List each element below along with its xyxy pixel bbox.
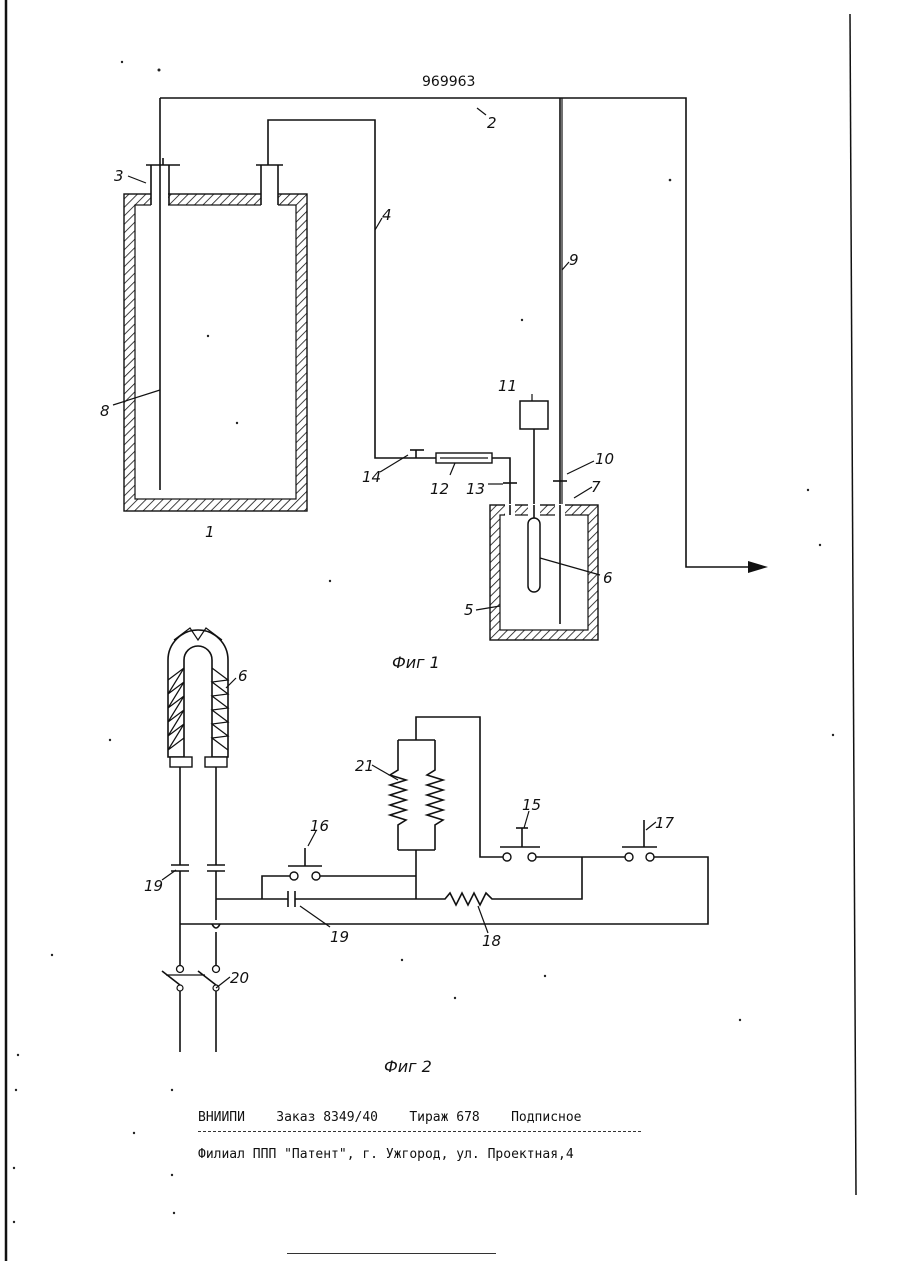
label-12: 12 [430, 480, 449, 498]
label-1: 1 [205, 523, 215, 541]
label-20: 20 [230, 969, 249, 987]
label-19-left: 19 [144, 877, 163, 895]
label-19-mid: 19 [330, 928, 349, 946]
figure-2-caption: Фиг 2 [384, 1057, 432, 1076]
label-7: 7 [591, 478, 601, 496]
label-3: 3 [114, 167, 124, 185]
vessel-5 [490, 504, 598, 640]
figure-2: 6 21 15 17 16 19 19 18 20 Фиг 2 [144, 628, 708, 1076]
label-14: 14 [362, 468, 381, 486]
figure-1: 2 3 4 9 8 11 10 14 12 13 7 1 6 5 Фиг 1 [100, 98, 768, 672]
label-9: 9 [569, 251, 579, 269]
footer-line-1: ВНИИПИ Заказ 8349/40 Тираж 678 Подписное [198, 1110, 582, 1125]
outlet-arrow [748, 561, 768, 573]
switch-15 [500, 828, 540, 861]
contacts-19-left [171, 865, 225, 871]
mains-switch-20 [162, 966, 220, 1053]
device-11 [520, 401, 548, 429]
label-8: 8 [100, 402, 110, 420]
footer-divider [198, 1131, 641, 1132]
label-6-fig2: 6 [238, 667, 248, 685]
right-page-edge [850, 14, 856, 1195]
label-17: 17 [655, 814, 675, 832]
label-11: 11 [498, 377, 517, 395]
label-16: 16 [310, 817, 329, 835]
label-21: 21 [355, 757, 374, 775]
figure-1-caption: Фиг 1 [392, 653, 440, 672]
label-5: 5 [464, 601, 474, 619]
label-15: 15 [522, 796, 541, 814]
label-10: 10 [595, 450, 614, 468]
bottom-rule [287, 1253, 496, 1254]
resistor-18 [416, 857, 582, 905]
label-13: 13 [466, 480, 485, 498]
label-4: 4 [382, 206, 392, 224]
label-6: 6 [603, 569, 613, 587]
vessel-1 [124, 193, 307, 511]
valve-14 [410, 450, 424, 458]
bottom-bus [180, 857, 708, 924]
heater-6-element [168, 628, 228, 767]
heater-6 [528, 518, 540, 592]
label-18: 18 [482, 932, 501, 950]
label-2: 2 [487, 114, 497, 132]
coils-21 [390, 717, 503, 857]
patent-number: 969963 [422, 74, 475, 90]
footer-line-2: Филиал ППП "Патент", г. Ужгород, ул. Про… [198, 1147, 574, 1162]
bypass-16 [262, 876, 290, 899]
